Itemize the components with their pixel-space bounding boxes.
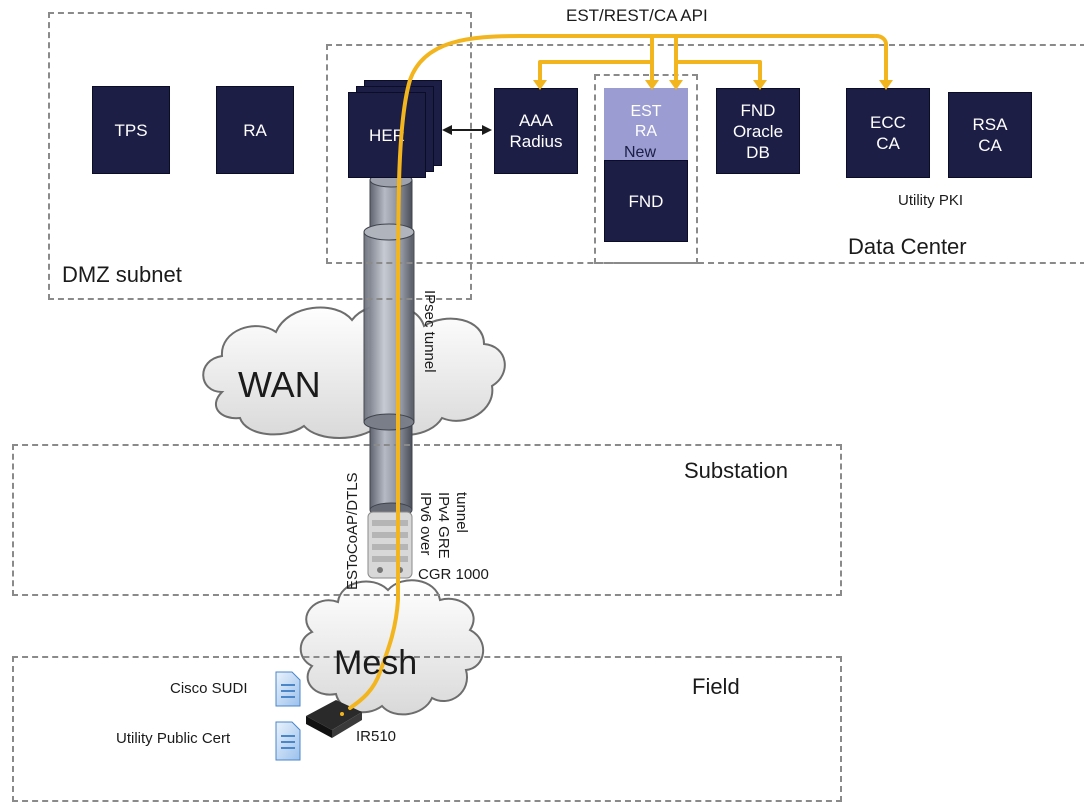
dmz-subnet-zone — [48, 12, 472, 300]
mesh-label: Mesh — [334, 644, 418, 682]
cgr-1000-device — [367, 511, 413, 579]
fnd-box: FND — [604, 160, 688, 242]
wan-cloud — [202, 303, 506, 439]
cisco-sudi-label: Cisco SUDI — [170, 680, 248, 697]
mesh-cloud — [299, 579, 485, 716]
data-center-label: Data Center — [848, 234, 967, 259]
field-zone — [12, 656, 842, 802]
cisco-sudi-doc — [275, 671, 301, 707]
api-arrowheads — [533, 80, 893, 90]
gre-tunnel-label-1: IPv6 over — [417, 492, 434, 556]
ecc-ca-box: ECC CA — [846, 88, 930, 178]
tps-box: TPS — [92, 86, 170, 174]
new-group-zone — [594, 74, 698, 264]
aaa-radius-box: AAA Radius — [494, 88, 578, 174]
wan-label: WAN — [238, 364, 321, 405]
fnd-oracle-db-box: FND Oracle DB — [716, 88, 800, 174]
cgr-1000-label: CGR 1000 — [418, 566, 489, 583]
estocoap-dtls-label: ESToCoAP/DTLS — [344, 472, 361, 590]
rsa-ca-box: RSA CA — [948, 92, 1032, 178]
ir510-device — [306, 700, 362, 738]
substation-label: Substation — [684, 458, 788, 483]
her-aaa-arrow — [442, 125, 492, 135]
utility-cert-doc — [275, 721, 301, 761]
est-ra-box: EST RA — [604, 88, 688, 160]
substation-zone — [12, 444, 842, 596]
api-label: EST/REST/CA API — [566, 6, 708, 25]
field-label: Field — [692, 674, 740, 699]
gre-tunnel-label-3: tunnel — [453, 492, 470, 533]
new-label: New — [624, 144, 657, 161]
ra-box: RA — [216, 86, 294, 174]
dmz-subnet-label: DMZ subnet — [62, 262, 182, 287]
data-center-zone — [326, 44, 1084, 264]
ipsec-tunnel-label: IPsec tunnel — [421, 290, 438, 373]
ir510-label: IR510 — [356, 728, 397, 745]
api-path — [348, 34, 888, 710]
her-box: HER — [348, 92, 426, 178]
utility-public-cert-label: Utility Public Cert — [116, 730, 231, 747]
utility-pki-label: Utility PKI — [898, 192, 964, 209]
gre-tunnel-label-2: IPv4 GRE — [435, 492, 452, 559]
